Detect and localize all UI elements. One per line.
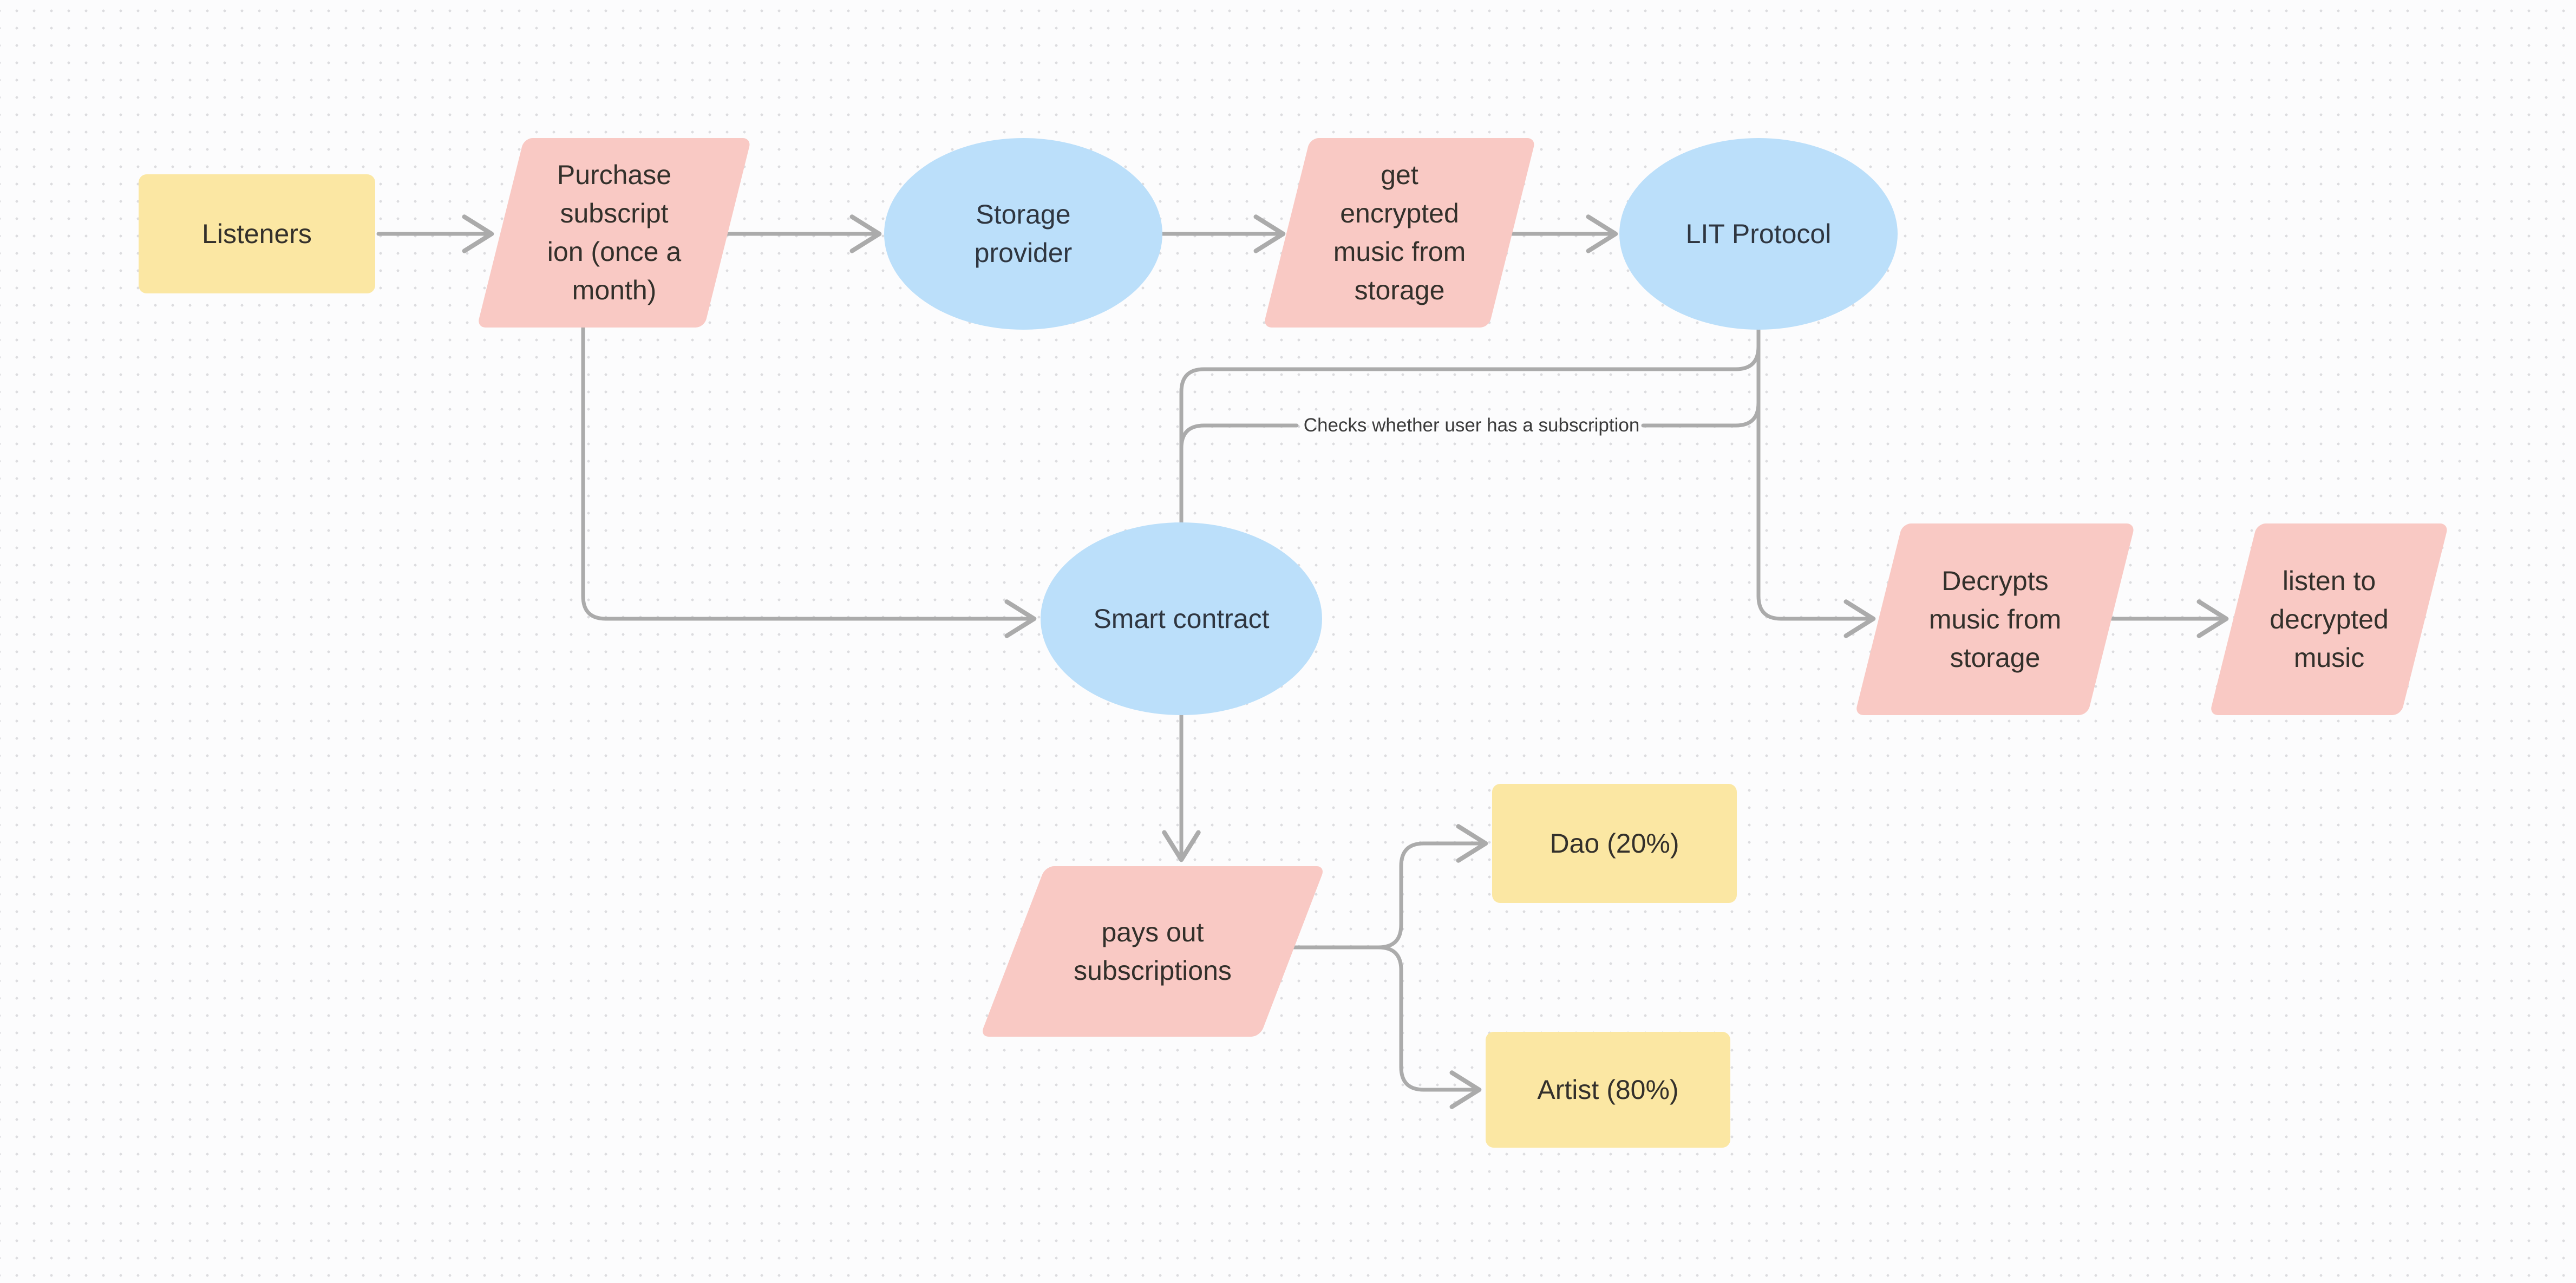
edge-paysout-to-artist[interactable]: [1376, 945, 1482, 1109]
node-label: Storage provider: [974, 199, 1073, 268]
node-label: Purchase subscript ion (once a month): [547, 160, 682, 305]
node-label: Dao (20%): [1549, 828, 1679, 859]
node-smart-contract[interactable]: Smart contract: [1041, 522, 1322, 715]
edge-label-checks-subscription[interactable]: Checks whether user has a subscription: [1303, 415, 1640, 436]
ellipse-shape: [1619, 138, 1898, 330]
rectangle-shape: [139, 174, 375, 293]
node-label: Artist (80%): [1537, 1074, 1679, 1105]
node-listen-decrypted-music[interactable]: listen to decrypted music: [2209, 523, 2449, 715]
node-label: get encrypted music from storage: [1333, 160, 1466, 305]
node-label: listen to decrypted music: [2270, 565, 2389, 673]
node-label: pays out subscriptions: [1074, 917, 1232, 986]
node-get-encrypted-music[interactable]: get encrypted music from storage: [1263, 138, 1536, 328]
edge-smart-contract-to-lit-labeled-right[interactable]: [1641, 328, 1761, 428]
node-label: Listeners: [202, 218, 312, 249]
rectangle-shape: [1492, 784, 1737, 903]
node-listeners[interactable]: Listeners: [139, 174, 375, 293]
edge-paysout-to-dao[interactable]: [1291, 824, 1488, 950]
node-label: Smart contract: [1093, 603, 1270, 634]
node-pays-out-subscriptions[interactable]: pays out subscriptions: [980, 866, 1325, 1037]
edge-smart-contract-to-lit-labeled-left[interactable]: [1179, 423, 1299, 525]
node-decrypts-music[interactable]: Decrypts music from storage: [1854, 523, 2135, 715]
node-dao[interactable]: Dao (20%): [1492, 784, 1737, 903]
node-lit-protocol[interactable]: LIT Protocol: [1619, 138, 1898, 330]
ellipse-shape: [884, 138, 1162, 330]
node-storage-provider[interactable]: Storage provider: [884, 138, 1162, 330]
ellipse-shape: [1041, 522, 1322, 715]
node-label: Decrypts music from storage: [1928, 565, 2062, 673]
edge-purchase-to-smart-contract[interactable]: [581, 325, 1037, 638]
node-label: LIT Protocol: [1685, 218, 1832, 249]
rectangle-shape: [1486, 1032, 1730, 1148]
node-purchase-subscription[interactable]: Purchase subscript ion (once a month): [476, 138, 751, 328]
edge-lit-to-decrypts[interactable]: [1756, 328, 1876, 638]
node-artist[interactable]: Artist (80%): [1486, 1032, 1730, 1148]
